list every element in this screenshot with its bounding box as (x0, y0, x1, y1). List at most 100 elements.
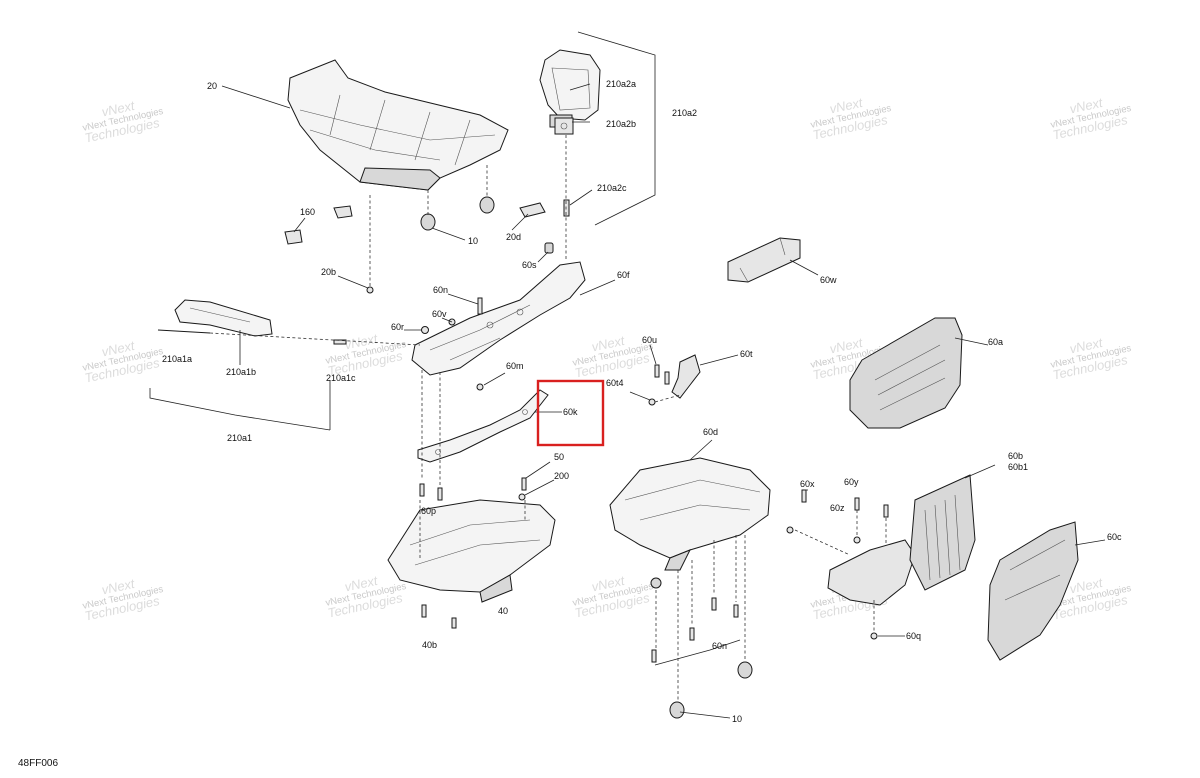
part-60a-panel[interactable] (849, 317, 963, 429)
part-200-screw[interactable] (518, 493, 526, 501)
part-20d-latch[interactable] (519, 202, 546, 218)
callout-60x[interactable]: 60x (800, 479, 815, 489)
callout-210a1a[interactable]: 210a1a (162, 354, 192, 364)
part-60k-bracket[interactable] (417, 389, 549, 463)
diagram-code: 48FF006 (18, 758, 59, 769)
callout-60a[interactable]: 60a (988, 337, 1003, 347)
callout-60t[interactable]: 60t (740, 349, 753, 359)
part-60q-screw[interactable] (870, 632, 878, 640)
part-60m-nut[interactable] (476, 383, 484, 391)
part-60cc-nut[interactable] (650, 577, 662, 589)
svg-text:vNext: vNext (828, 335, 865, 357)
part-60u-screw[interactable] (654, 364, 670, 385)
callout-60y[interactable]: 60y (844, 477, 859, 487)
watermark: vNext vNext Technologies Technologies (82, 576, 165, 624)
watermark: vNext vNext Technologies Technologies (325, 331, 408, 379)
part-60b-panel[interactable] (909, 474, 976, 591)
part-50-screw[interactable] (521, 477, 527, 491)
svg-text:vNext: vNext (343, 331, 380, 353)
part-60p-screw[interactable] (419, 483, 443, 501)
callout-60p[interactable]: 60p (421, 506, 436, 516)
part-210a1c-pin[interactable] (333, 339, 347, 345)
callout-20d[interactable]: 20d (506, 232, 521, 242)
svg-text:vNext: vNext (828, 95, 865, 117)
part-210a2b-bracket[interactable] (554, 117, 574, 135)
callout-10[interactable]: 10 (468, 236, 478, 246)
watermark: vNext vNext Technologies Technologies (572, 573, 655, 621)
callout-210a1[interactable]: 210a1 (227, 433, 252, 443)
callout-40[interactable]: 40 (498, 606, 508, 616)
callout-60n[interactable]: 60n (433, 285, 448, 295)
watermark: vNext vNext Technologies Technologies (810, 95, 893, 143)
part-60n-screw[interactable] (477, 297, 483, 315)
callout-60m[interactable]: 60m (506, 361, 524, 371)
part-60r-screw[interactable] (421, 326, 429, 334)
callout-20b[interactable]: 20b (321, 267, 336, 277)
callout-60t4[interactable]: 60t4 (606, 378, 624, 388)
svg-text:vNext: vNext (590, 333, 627, 355)
callout-60r[interactable]: 60r (391, 322, 404, 332)
part-60s-nut[interactable] (544, 242, 554, 254)
callout-210a2b[interactable]: 210a2b (606, 119, 636, 129)
part-60t-bracket[interactable] (671, 354, 701, 399)
callout-60s[interactable]: 60s (522, 260, 537, 270)
part-210a1b-handle[interactable] (174, 299, 273, 337)
callout-60c[interactable]: 60c (1107, 532, 1122, 542)
callout-60w[interactable]: 60w (820, 275, 837, 285)
callout-50[interactable]: 50 (554, 452, 564, 462)
callout-60u[interactable]: 60u (642, 335, 657, 345)
part-20-seat[interactable] (287, 59, 509, 191)
part-60b1-bracket[interactable] (827, 539, 916, 606)
assembly-lines (209, 135, 887, 702)
callout-60q[interactable]: 60q (906, 631, 921, 641)
part-40b-screw[interactable] (421, 604, 457, 629)
part-60w-block[interactable] (727, 237, 801, 283)
svg-text:vNext: vNext (1068, 575, 1105, 597)
part-60d-seat[interactable] (609, 457, 771, 571)
part-40-tray[interactable] (387, 499, 556, 603)
part-10-grommet[interactable] (420, 196, 495, 231)
part-20b-screw[interactable] (366, 286, 374, 294)
callout-60k[interactable]: 60k (563, 407, 578, 417)
part-210a1a-pin[interactable] (157, 329, 211, 334)
part-60f-frame[interactable] (411, 261, 586, 376)
watermark: vNext vNext Technologies Technologies (82, 98, 165, 146)
svg-text:vNext: vNext (1068, 335, 1105, 357)
part-60c-cover[interactable] (987, 521, 1079, 661)
svg-text:vNext: vNext (590, 573, 627, 595)
watermark: vNext vNext Technologies Technologies (1050, 335, 1133, 383)
part-210a2c-pin[interactable] (563, 199, 570, 217)
callout-210a2[interactable]: 210a2 (672, 108, 697, 118)
callout-60v[interactable]: 60v (432, 309, 447, 319)
callout-200[interactable]: 200 (554, 471, 569, 481)
svg-text:vNext: vNext (100, 338, 137, 360)
leader-lines (149, 31, 1106, 719)
watermark: vNext vNext Technologies Technologies (82, 338, 165, 386)
callout-210a2a[interactable]: 210a2a (606, 79, 636, 89)
svg-text:vNext: vNext (100, 98, 137, 120)
callout-60f[interactable]: 60f (617, 270, 630, 280)
callout-210a1c[interactable]: 210a1c (326, 373, 356, 383)
callout-60d[interactable]: 60d (703, 427, 718, 437)
part-160-clip[interactable] (284, 205, 353, 245)
part-210a2a-backrest[interactable] (539, 49, 601, 128)
svg-text:vNext: vNext (343, 573, 380, 595)
callout-20[interactable]: 20 (207, 81, 217, 91)
part-60n-screw[interactable] (651, 597, 739, 663)
watermarks: vNext vNext Technologies Technologies vN… (82, 95, 1133, 624)
callout-160[interactable]: 160 (300, 207, 315, 217)
callout-10-bottom[interactable]: 10 (732, 714, 742, 724)
part-60y-screw[interactable] (854, 497, 889, 518)
svg-text:vNext: vNext (100, 576, 137, 598)
part-60z-screw[interactable] (853, 536, 861, 544)
part-60x-screw[interactable] (786, 489, 807, 534)
callout-210a2c[interactable]: 210a2c (597, 183, 627, 193)
callout-60b1[interactable]: 60b1 (1008, 462, 1028, 472)
callout-60n-bottom[interactable]: 60n (712, 641, 727, 651)
callout-40b[interactable]: 40b (422, 640, 437, 650)
callout-60b[interactable]: 60b (1008, 451, 1023, 461)
part-10-grommet[interactable] (669, 661, 753, 719)
callout-210a1b[interactable]: 210a1b (226, 367, 256, 377)
callout-60z[interactable]: 60z (830, 503, 845, 513)
